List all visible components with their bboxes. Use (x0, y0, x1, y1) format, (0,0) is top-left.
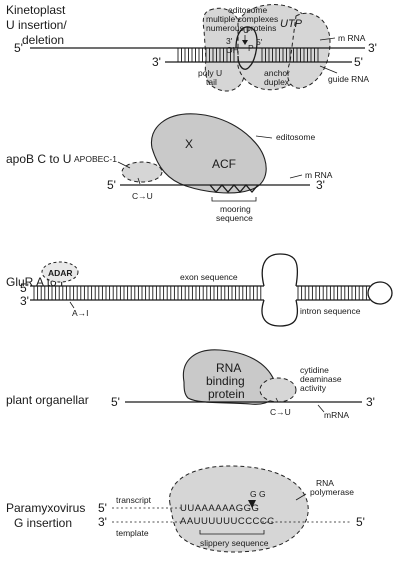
panel1-title-1: Kinetoplast (6, 3, 66, 17)
apob-mrna-pointer (289, 174, 303, 179)
template-label: template (116, 528, 149, 538)
mrna-cleavage-loop (235, 26, 258, 70)
hairpin-loop (367, 281, 393, 305)
poly-u-label: poly U (198, 68, 222, 78)
rna-polymerase-complex (169, 465, 309, 553)
panel1-title-3: deletion (22, 33, 64, 47)
template-5prime-label: 5' (356, 515, 365, 529)
cytidine-label: cytidine (300, 365, 329, 375)
poly-u-base-pairs (177, 48, 235, 62)
apobec-1-enzyme (121, 161, 163, 183)
intron-label: intron sequence (300, 306, 361, 316)
mooring-zigzag (209, 184, 259, 193)
intron-base-pairs (297, 286, 367, 300)
glur-5prime-label: 5' (20, 281, 29, 295)
protein-label: protein (208, 387, 245, 401)
u-arrowhead (242, 40, 248, 45)
transcript-5prime-label: 5' (98, 501, 107, 515)
insertion-arrowhead (248, 500, 256, 508)
panel-apob: apoB C to U 5' 3' X ACF editosome APOBEC… (6, 113, 333, 223)
utp-label: UTP (280, 18, 303, 30)
mrna-3prime-label: 3' (368, 41, 377, 55)
apobec-label: APOBEC-1 (74, 154, 117, 164)
apob-mrna-label: m RNA (305, 170, 333, 180)
exon-label: exon sequence (180, 272, 238, 282)
plant-c-to-u-label: C→U (270, 407, 291, 417)
a-to-i-pointer (69, 301, 75, 309)
phosphate-label: P (248, 43, 254, 53)
deaminase-label: deaminase (300, 374, 342, 384)
activity-label: activity (300, 383, 327, 393)
rna-polymerase-label-2: polymerase (310, 487, 354, 497)
plant-mrna-pointer (317, 404, 325, 413)
guide-rna-label: guide RNA (328, 74, 369, 84)
acf-protein (150, 113, 267, 194)
uridine-label: U (243, 25, 249, 35)
editosome-label-apob: editosome (276, 132, 315, 142)
apobec-pointer (117, 161, 131, 169)
guide-5prime-label: 5' (354, 55, 363, 69)
panel-kinetoplast: Kinetoplast U insertion/ deletion 5' 3' … (6, 3, 377, 92)
editosome-complex-right (287, 12, 331, 89)
intron-loop-bulge (261, 253, 299, 327)
panel-paramyxovirus: Paramyxovirus G insertion 5' 3' 5' trans… (6, 465, 365, 553)
oh-label: OH (226, 45, 239, 55)
mrna-5prime-label: 5' (14, 41, 23, 55)
panel5-title-2: G insertion (14, 516, 72, 530)
glur-3prime-label: 3' (20, 294, 29, 308)
guide-rna-pointer (319, 65, 338, 74)
guide-3prime-label: 3' (152, 55, 161, 69)
mooring-label: mooring (220, 204, 251, 214)
panel5-title-1: Paramyxovirus (6, 501, 85, 515)
c-to-u-label: C→U (132, 191, 153, 201)
mooring-bracket (211, 197, 257, 202)
poly-u-label-2: tail (206, 77, 217, 87)
plant-mrna-label: mRNA (324, 410, 349, 420)
apob-5prime-label: 5' (107, 178, 116, 192)
anchor-label: anchor (264, 68, 290, 78)
exon-base-pairs (33, 286, 262, 300)
mrna-pointer (319, 37, 336, 41)
binding-label: binding (206, 374, 245, 388)
inserted-g-label: G G (250, 489, 266, 499)
editosome-label-3: numerous proteins (206, 23, 276, 33)
template-sequence: AAUUUUUUCCCCC (180, 516, 275, 527)
a-to-i-label: A→I (72, 308, 89, 318)
c-to-u-arrow (137, 177, 141, 185)
apob-3prime-label: 3' (316, 178, 325, 192)
transcript-sequence: UUAAAAAAGGG (180, 503, 259, 514)
slippery-bracket (199, 530, 265, 535)
anchor-duplex-base-pairs (261, 48, 319, 62)
three-prime-oh-label: 3' (226, 36, 233, 46)
panel4-title: plant organellar (6, 393, 89, 407)
plant-5prime-label: 5' (111, 395, 120, 409)
transcript-label: transcript (116, 495, 152, 505)
mrna-label: m RNA (338, 33, 366, 43)
rna-polymerase-label: RNA (316, 478, 334, 488)
deaminase-enzyme (259, 377, 297, 403)
plant-c-to-u-arrow (275, 397, 279, 403)
mooring-label-2: sequence (216, 213, 253, 223)
panel1-title-2: U insertion/ (6, 18, 67, 32)
panel2-title: apoB C to U (6, 152, 71, 166)
editosome-pointer (255, 135, 273, 139)
slippery-label: slippery sequence (200, 538, 269, 548)
rna-label: RNA (216, 361, 241, 375)
editosome-label: editosome (228, 5, 267, 15)
acf-label: ACF (212, 157, 236, 171)
x-protein-label: X (185, 137, 193, 151)
template-3prime-label: 3' (98, 515, 107, 529)
plant-3prime-label: 3' (366, 395, 375, 409)
polymerase-pointer (295, 493, 307, 501)
adar-label: ADAR (48, 268, 73, 278)
adar-enzyme (41, 261, 79, 283)
anchor-label-2: duplex (264, 77, 290, 87)
five-prime-top-label: 5' (256, 37, 263, 47)
panel-plant: plant organellar 5' 3' RNA binding prote… (6, 349, 375, 420)
panel-glur: GluR A to I ADAR 5' 3' A→I exon sequence… (6, 253, 393, 327)
editosome-label-2: multiple complexes (206, 14, 278, 24)
